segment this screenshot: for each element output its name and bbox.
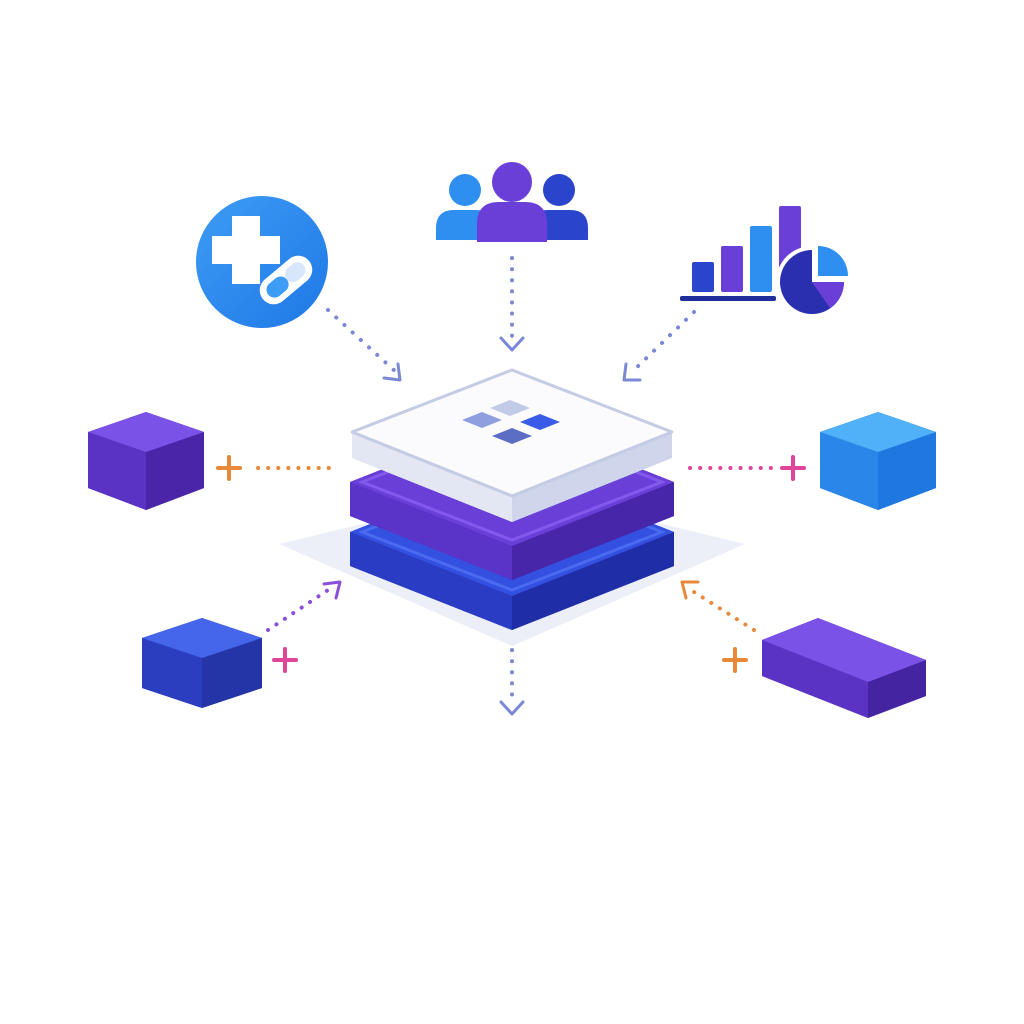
connector-team-to-platform [499,256,525,352]
connector-right-cube [688,455,806,481]
connector-bottom-left-cube [266,580,342,673]
purple-slab-icon [762,618,926,718]
connector-analytics-to-platform [622,310,696,382]
bar-pie-chart-icon [680,206,848,318]
purple-cube-icon [88,412,204,510]
medical-cross-pill-icon [196,196,328,328]
user-group-icon [436,162,588,242]
connector-health-to-platform [326,308,402,382]
indigo-cube-icon [142,618,262,708]
connector-bottom-right-slab [680,580,756,673]
connector-left-cube [216,455,336,481]
central-platform [279,368,745,646]
blue-cube-icon [820,412,936,510]
connector-platform-to-output [499,648,525,716]
four-tile-grid-icon [462,400,560,444]
